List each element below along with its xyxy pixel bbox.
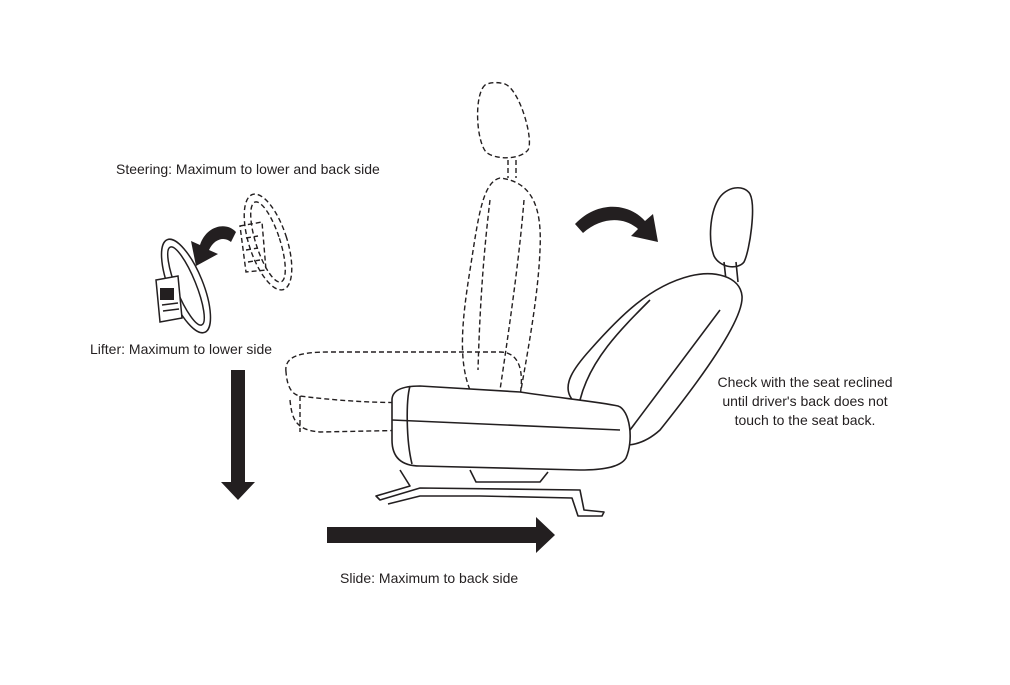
slide-label: Slide: Maximum to back side — [340, 570, 519, 586]
recline-check-note-line: until driver's back does not — [722, 393, 888, 409]
lifter-down-arrow-icon — [221, 370, 255, 500]
car-seat-icon — [375, 187, 754, 517]
steering-wheel-icon — [155, 238, 212, 334]
steering-wheel-original-dashed — [239, 193, 293, 291]
lifter-label: Lifter: Maximum to lower side — [90, 341, 273, 357]
seat-original-dashed — [285, 81, 541, 433]
recline-check-note-line: touch to the seat back. — [734, 412, 876, 428]
recline-check-note-line: Check with the seat reclined — [717, 374, 893, 390]
steering-curved-arrow-icon — [191, 226, 236, 266]
slide-right-arrow-icon — [327, 517, 555, 553]
recline-curved-arrow-icon — [575, 206, 658, 242]
steering-label: Steering: Maximum to lower and back side — [116, 161, 380, 177]
recline-check-note: Check with the seat reclined until drive… — [690, 373, 920, 430]
